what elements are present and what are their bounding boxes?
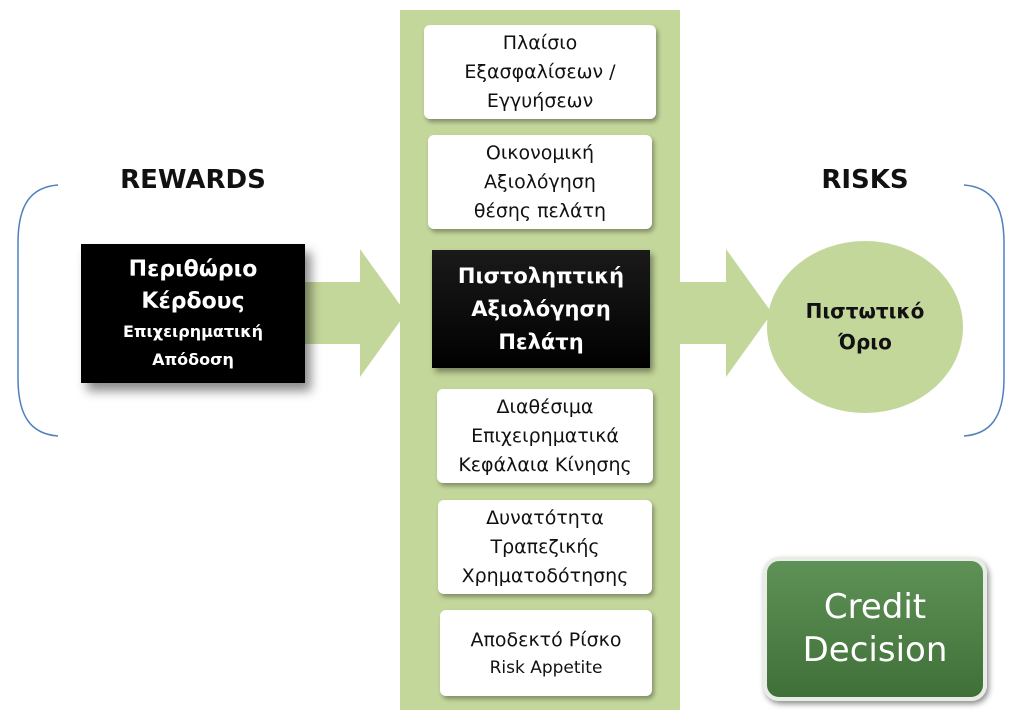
risk-appetite-line2: Risk Appetite	[489, 657, 603, 678]
credit-assessment-line2: Αξιολόγηση	[471, 296, 611, 321]
credit-limit-line2: Όριο	[838, 330, 892, 354]
financing-card: Δυνατότητα Τραπεζικής Χρηματοδότησης	[438, 500, 652, 594]
capital-line2: Επιχειρηματικά	[471, 424, 619, 447]
credit-assessment-line1: Πιστοληπτική	[457, 263, 625, 288]
rewards-heading: REWARDS	[120, 165, 266, 195]
capital-card: Διαθέσιμα Επιχειρηματικά Κεφάλαια Κίνηση…	[437, 389, 653, 483]
financial-line3: θέσης πελάτη	[473, 199, 607, 222]
financial-line1: Οικονομική	[485, 141, 595, 164]
profit-margin-line4: Απόδοση	[152, 349, 234, 369]
capital-line3: Κεφάλαια Κίνησης	[458, 453, 632, 476]
financing-line3: Χρηματοδότησης	[461, 564, 629, 587]
collateral-line3: Εγγυήσεων	[486, 89, 594, 112]
credit-limit-line1: Πιστωτικό	[805, 299, 925, 323]
financial-card: Οικονομική Αξιολόγηση θέσης πελάτη	[428, 135, 652, 229]
profit-margin-line1: Περιθώριο	[128, 256, 258, 282]
collateral-line2: Εξασφαλίσεων /	[464, 60, 616, 83]
credit-limit-circle: Πιστωτικό Όριο	[767, 241, 963, 413]
credit-decision-line1: Credit	[823, 587, 927, 627]
risks-heading: RISKS	[821, 165, 909, 195]
financing-line1: Δυνατότητα	[486, 506, 604, 529]
left-arrow	[300, 249, 406, 377]
profit-margin-box: Περιθώριο Κέρδους Επιχειρηματική Απόδοση	[81, 244, 305, 383]
profit-margin-line2: Κέρδους	[141, 288, 245, 314]
left-bracket	[14, 183, 64, 438]
financial-line2: Αξιολόγηση	[484, 170, 596, 193]
credit-decision-box: Credit Decision	[763, 557, 987, 701]
profit-margin-line3: Επιχειρηματική	[122, 321, 264, 341]
right-bracket	[960, 183, 1010, 438]
credit-assessment-box: Πιστοληπτική Αξιολόγηση Πελάτη	[432, 250, 650, 368]
capital-line1: Διαθέσιμα	[496, 395, 594, 418]
collateral-line1: Πλαίσιο	[502, 31, 578, 54]
financing-line2: Τραπεζικής	[490, 535, 600, 558]
credit-decision-line2: Decision	[802, 630, 948, 670]
right-arrow	[672, 249, 772, 377]
collateral-card: Πλαίσιο Εξασφαλίσεων / Εγγυήσεων	[424, 25, 656, 119]
risk-appetite-line1: Αποδεκτό Ρίσκο	[470, 628, 622, 651]
credit-assessment-line3: Πελάτη	[498, 329, 584, 354]
risk-appetite-card: Αποδεκτό Ρίσκο Risk Appetite	[440, 610, 652, 696]
